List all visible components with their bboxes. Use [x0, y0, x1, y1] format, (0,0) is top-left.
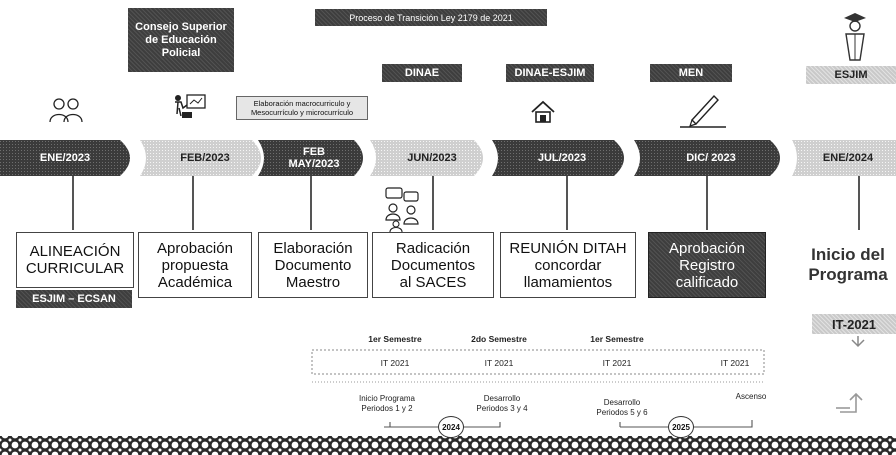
timeline-segment-6 — [634, 140, 780, 176]
it-cell-4: IT 2021 — [700, 358, 770, 368]
it2021-tag-text: IT-2021 — [831, 316, 877, 332]
year-circle-2024: 2024 — [438, 416, 464, 438]
esjim-tag: ESJIM — [806, 66, 896, 84]
it-cell-3: IT 2021 — [582, 358, 652, 368]
phase-label-4: Ascenso — [726, 392, 776, 401]
connector-2 — [192, 176, 194, 230]
timeline-label-7: ENE/2024 — [800, 140, 896, 176]
it-cell-2-text: IT 2021 — [484, 358, 514, 368]
timeline-label-2-text: FEB/2023 — [180, 152, 230, 164]
esjim-ecsan-tag-text: ESJIM – ECSAN — [32, 293, 116, 305]
it-table-frame — [311, 349, 765, 375]
milestone-box-7: Inicio del Programa — [800, 240, 896, 290]
elaboracion-note: Elaboración macrocurriculo y Mesocurrícu… — [236, 96, 368, 120]
process-title: Proceso de Transición Ley 2179 de 2021 — [315, 9, 547, 26]
phase-label-2-text: Desarrollo Periodos 3 y 4 — [476, 394, 528, 413]
timeline-label-5: JUL/2023 — [500, 140, 624, 176]
milestone-box-2-text: Aprobación propuesta Académica — [157, 239, 233, 291]
process-title-text: Proceso de Transición Ley 2179 de 2021 — [349, 12, 513, 23]
timeline-label-5-text: JUL/2023 — [537, 152, 587, 164]
timeline-label-2: FEB/2023 — [150, 140, 260, 176]
phase-label-4-text: Ascenso — [735, 392, 767, 401]
semester-label-2: 2do Semestre — [464, 334, 534, 344]
milestone-box-2: Aprobación propuesta Académica — [138, 232, 252, 298]
it-cell-3-text: IT 2021 — [602, 358, 632, 368]
timeline-segment-7 — [792, 140, 896, 176]
connector-5 — [566, 176, 568, 230]
milestone-box-3: Elaboración Documento Maestro — [258, 232, 368, 298]
graduate-icon — [844, 13, 866, 61]
semester-label-3: 1er Semestre — [582, 334, 652, 344]
dinae-tag-text: DINAE — [404, 67, 440, 79]
semester-label-2-text: 2do Semestre — [471, 334, 527, 344]
phase-label-1: Inicio Programa Periodos 1 y 2 — [342, 384, 432, 414]
connector-4 — [432, 176, 434, 230]
timeline-segment-3 — [258, 140, 363, 176]
phase-label-1-text: Inicio Programa Periodos 1 y 2 — [358, 394, 416, 413]
phase-label-3: Desarrollo Periodos 5 y 6 — [582, 388, 662, 418]
year-2025-text: 2025 — [672, 422, 690, 432]
timeline-segment-4 — [370, 140, 483, 176]
timeline-segment-2 — [140, 140, 261, 176]
esjim-ecsan-tag: ESJIM – ECSAN — [16, 290, 132, 308]
milestone-box-5-text: REUNIÓN DITAH concordar llamamientos — [509, 239, 627, 291]
timeline-label-1: ENE/2023 — [0, 140, 130, 176]
dinae-esjim-tag: DINAE-ESJIM — [506, 64, 594, 82]
year-2024-text: 2024 — [442, 422, 460, 432]
connector-1 — [72, 176, 74, 230]
men-tag: MEN — [650, 64, 732, 82]
consejo-tag-text: Consejo Superior de Educación Policial — [135, 20, 227, 59]
timeline-label-4: JUN/2023 — [380, 140, 484, 176]
timeline-segment-1 — [0, 140, 130, 176]
timeline-label-6: DIC/ 2023 — [642, 140, 780, 176]
phase-label-2: Desarrollo Periodos 3 y 4 — [462, 384, 542, 414]
footer-band — [0, 436, 896, 455]
timeline-label-3: FEB MAY/2023 — [266, 140, 362, 176]
people-icon — [49, 98, 83, 123]
milestone-box-7-text: Inicio del Programa — [808, 245, 888, 284]
milestone-box-3-text: Elaboración Documento Maestro — [273, 239, 353, 291]
semester-label-1: 1er Semestre — [360, 334, 430, 344]
year-circle-2025: 2025 — [668, 416, 694, 438]
semester-label-3-text: 1er Semestre — [590, 334, 644, 344]
milestone-box-5: REUNIÓN DITAH concordar llamamientos — [500, 232, 636, 298]
milestone-box-6-text: Aprobación Registro calificado — [669, 239, 745, 291]
timeline-label-3-text: FEB MAY/2023 — [288, 146, 340, 170]
presentation-icon — [175, 94, 206, 118]
elaboracion-note-text: Elaboración macrocurriculo y Mesocurrícu… — [250, 99, 354, 117]
pencil-icon — [680, 94, 726, 128]
milestone-box-1: ALINEACIÓN CURRICULAR — [16, 232, 134, 288]
it-cell-4-text: IT 2021 — [720, 358, 750, 368]
connector-7 — [858, 176, 860, 230]
milestone-box-6: Aprobación Registro calificado — [648, 232, 766, 298]
men-tag-text: MEN — [678, 67, 704, 79]
semester-label-1-text: 1er Semestre — [368, 334, 422, 344]
milestone-box-4-text: Radicación Documentos al SACES — [390, 239, 476, 291]
timeline-label-7-text: ENE/2024 — [822, 152, 874, 164]
chat-people-icon — [385, 187, 419, 233]
esjim-tag-text: ESJIM — [834, 69, 868, 81]
home-icon — [531, 100, 555, 123]
timeline-segment-5 — [492, 140, 624, 176]
it-cell-1: IT 2021 — [360, 358, 430, 368]
timeline-label-6-text: DIC/ 2023 — [686, 152, 736, 164]
dinae-tag: DINAE — [382, 64, 462, 82]
dinae-esjim-tag-text: DINAE-ESJIM — [514, 67, 586, 79]
milestone-box-1-text: ALINEACIÓN CURRICULAR — [25, 243, 125, 277]
it-cell-1-text: IT 2021 — [380, 358, 410, 368]
connector-6 — [706, 176, 708, 230]
timeline-label-4-text: JUN/2023 — [407, 152, 457, 164]
timeline-label-1-text: ENE/2023 — [39, 152, 91, 164]
connector-3 — [310, 176, 312, 230]
it-cell-2: IT 2021 — [464, 358, 534, 368]
it2021-tag: IT-2021 — [812, 314, 896, 334]
phase-label-3-text: Desarrollo Periodos 5 y 6 — [596, 398, 648, 417]
milestone-box-4: Radicación Documentos al SACES — [372, 232, 494, 298]
consejo-tag: Consejo Superior de Educación Policial — [128, 8, 234, 72]
